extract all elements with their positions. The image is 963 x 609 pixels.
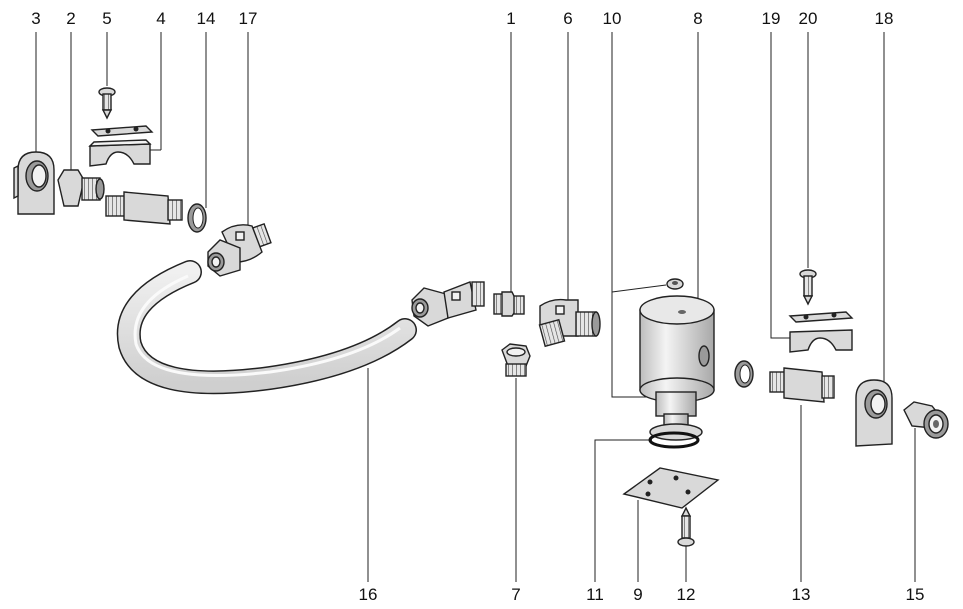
threaded-adapter-left bbox=[105, 191, 183, 225]
callout-2: 2 bbox=[66, 9, 75, 28]
part-10-top-nut bbox=[666, 278, 684, 290]
part-3-bracket bbox=[13, 151, 55, 215]
callout-18: 18 bbox=[875, 9, 894, 28]
callout-7: 7 bbox=[511, 585, 520, 604]
part-11-o-ring bbox=[648, 431, 700, 449]
part-8-valve-body bbox=[639, 295, 715, 441]
leader-lines bbox=[35, 32, 916, 582]
callout-13: 13 bbox=[792, 585, 811, 604]
part-1-nipple bbox=[493, 291, 525, 317]
elbow-fitting-center bbox=[411, 281, 485, 327]
callout-6: 6 bbox=[563, 9, 572, 28]
part-20-screw bbox=[799, 269, 817, 306]
part-15-end-fitting bbox=[903, 401, 949, 439]
part-19-clamp bbox=[788, 311, 854, 353]
callout-16: 16 bbox=[359, 585, 378, 604]
part-14-washer bbox=[187, 203, 207, 233]
part-2-hex-nut bbox=[57, 169, 105, 207]
callout-14: 14 bbox=[197, 9, 216, 28]
washer-right bbox=[734, 360, 754, 388]
callout-11: 11 bbox=[586, 585, 604, 604]
callout-10: 10 bbox=[603, 9, 622, 28]
callout-15: 15 bbox=[906, 585, 925, 604]
part-13-adapter bbox=[769, 367, 835, 403]
callout-17: 17 bbox=[239, 9, 258, 28]
callout-12: 12 bbox=[677, 585, 696, 604]
part-16-hose bbox=[116, 260, 417, 395]
callout-20: 20 bbox=[799, 9, 818, 28]
part-12-screw bbox=[677, 506, 695, 547]
callout-5: 5 bbox=[102, 9, 111, 28]
part-18-bracket bbox=[855, 379, 893, 447]
part-17-elbow bbox=[207, 222, 272, 277]
part-5-screw bbox=[98, 87, 116, 120]
part-9-plate bbox=[622, 467, 720, 509]
part-6-tee bbox=[538, 298, 601, 348]
part-7-plug bbox=[501, 343, 531, 377]
callout-8: 8 bbox=[693, 9, 702, 28]
callout-labels: 3 2 5 4 14 17 1 6 10 8 19 20 18 16 7 11 … bbox=[31, 9, 924, 604]
callout-3: 3 bbox=[31, 9, 40, 28]
callout-9: 9 bbox=[633, 585, 642, 604]
part-4-clamp bbox=[88, 125, 154, 167]
callout-4: 4 bbox=[156, 9, 165, 28]
callout-1: 1 bbox=[506, 9, 515, 28]
callout-19: 19 bbox=[762, 9, 781, 28]
